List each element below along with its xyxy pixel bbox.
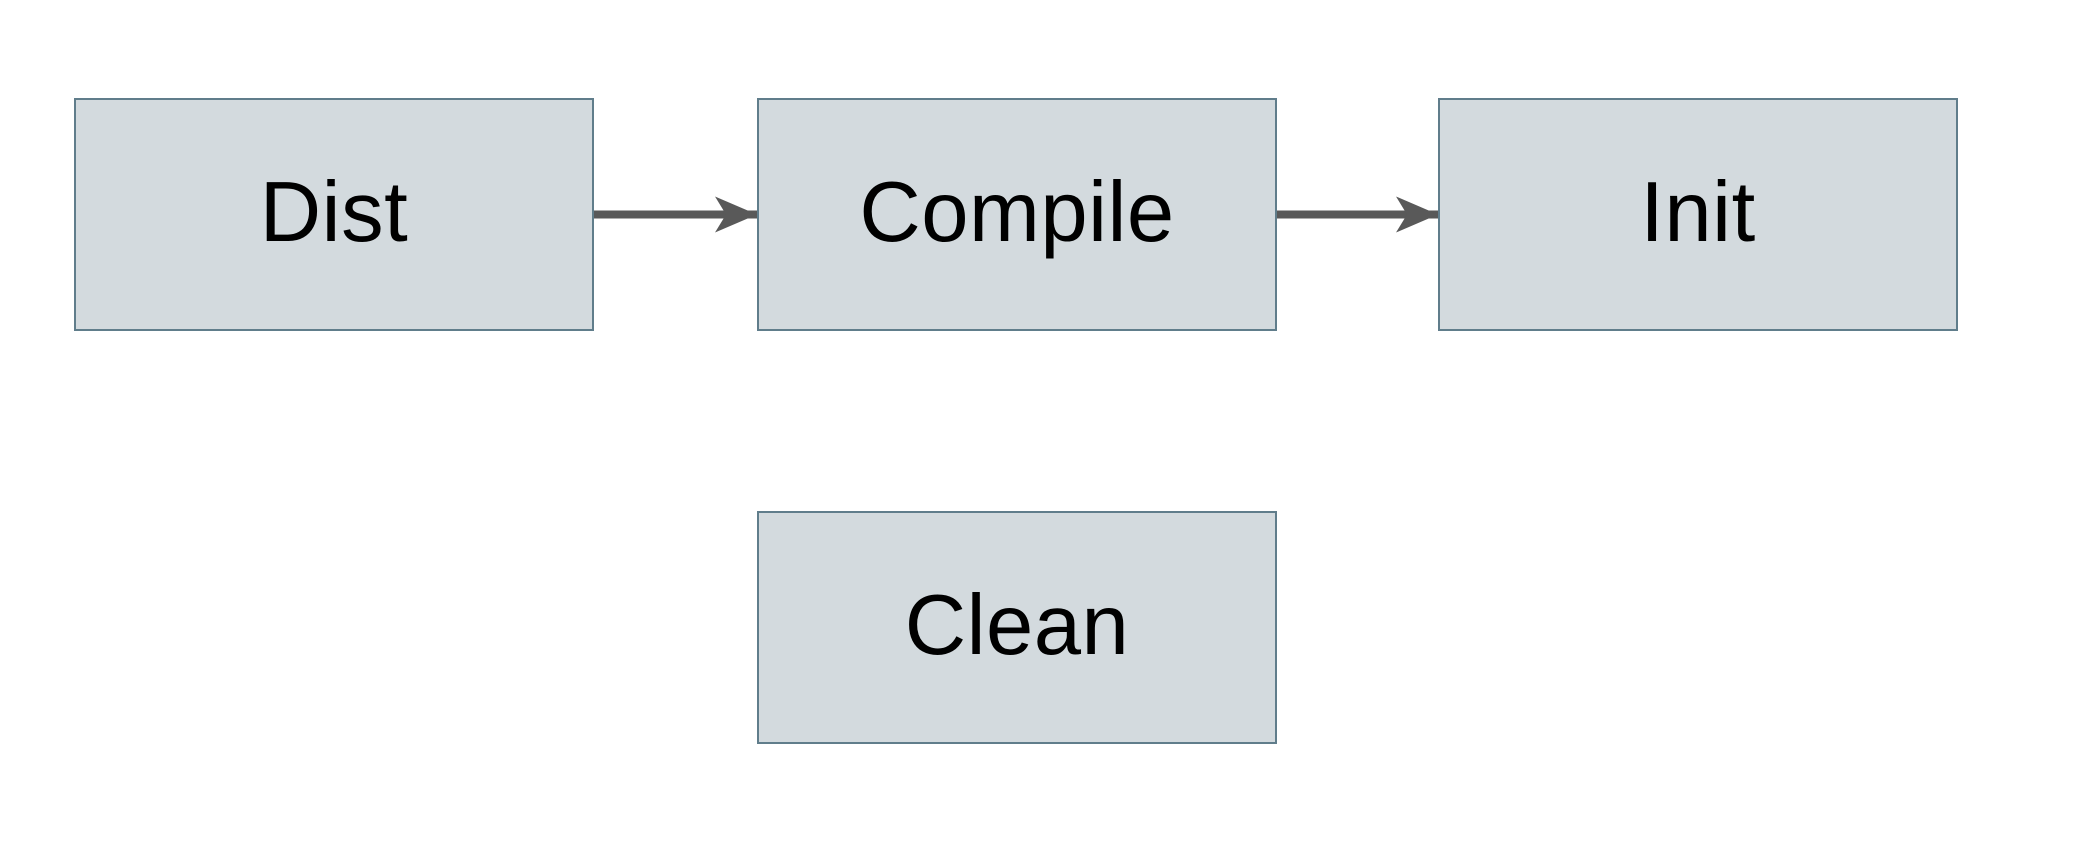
node-dist-label: Dist [259, 165, 409, 260]
node-compile-label: Compile [859, 165, 1175, 260]
node-clean-label: Clean [904, 578, 1130, 673]
node-clean: Clean [757, 511, 1277, 744]
node-dist: Dist [74, 98, 594, 331]
node-init: Init [1438, 98, 1958, 331]
node-init-label: Init [1640, 165, 1756, 260]
node-compile: Compile [757, 98, 1277, 331]
